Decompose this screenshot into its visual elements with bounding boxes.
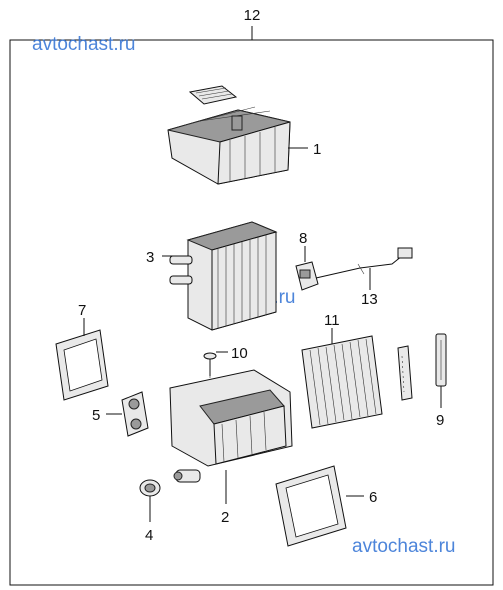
sensor-part-9[interactable] (435, 333, 447, 387)
seal-strip (397, 345, 413, 401)
callout-3[interactable]: 3 (146, 249, 154, 266)
callout-9[interactable]: 9 (436, 412, 444, 429)
callout-8[interactable]: 8 (299, 230, 307, 247)
wire-harness-part-13[interactable] (315, 247, 413, 279)
lower-case-part-2[interactable] (169, 369, 293, 483)
callout-1[interactable]: 1 (313, 141, 321, 158)
callout-11[interactable]: 11 (324, 312, 340, 329)
seal-frame-part-7[interactable] (55, 329, 109, 401)
callout-4[interactable]: 4 (145, 527, 153, 544)
watermark-bottom: avtochast.ru (352, 536, 456, 557)
callout-2[interactable]: 2 (221, 509, 229, 526)
seal-frame-part-6[interactable] (275, 465, 347, 547)
filter-pad (188, 85, 238, 105)
rubber-cap-part-4[interactable] (139, 479, 161, 497)
upper-case-part-1[interactable] (167, 106, 291, 185)
callout-7[interactable]: 7 (78, 302, 86, 319)
evaporator-part-3[interactable] (169, 221, 278, 331)
callout-5[interactable]: 5 (92, 407, 100, 424)
callout-12[interactable]: 12 (244, 7, 261, 24)
grommet-part-5[interactable] (121, 391, 149, 437)
watermark-top: avtochast.ru (32, 34, 136, 55)
air-filter-part-11[interactable] (301, 335, 383, 429)
callout-13[interactable]: 13 (361, 291, 378, 308)
callout-10[interactable]: 10 (231, 345, 248, 362)
blower-resistor-part-8[interactable] (295, 261, 319, 291)
callout-6[interactable]: 6 (369, 489, 377, 506)
